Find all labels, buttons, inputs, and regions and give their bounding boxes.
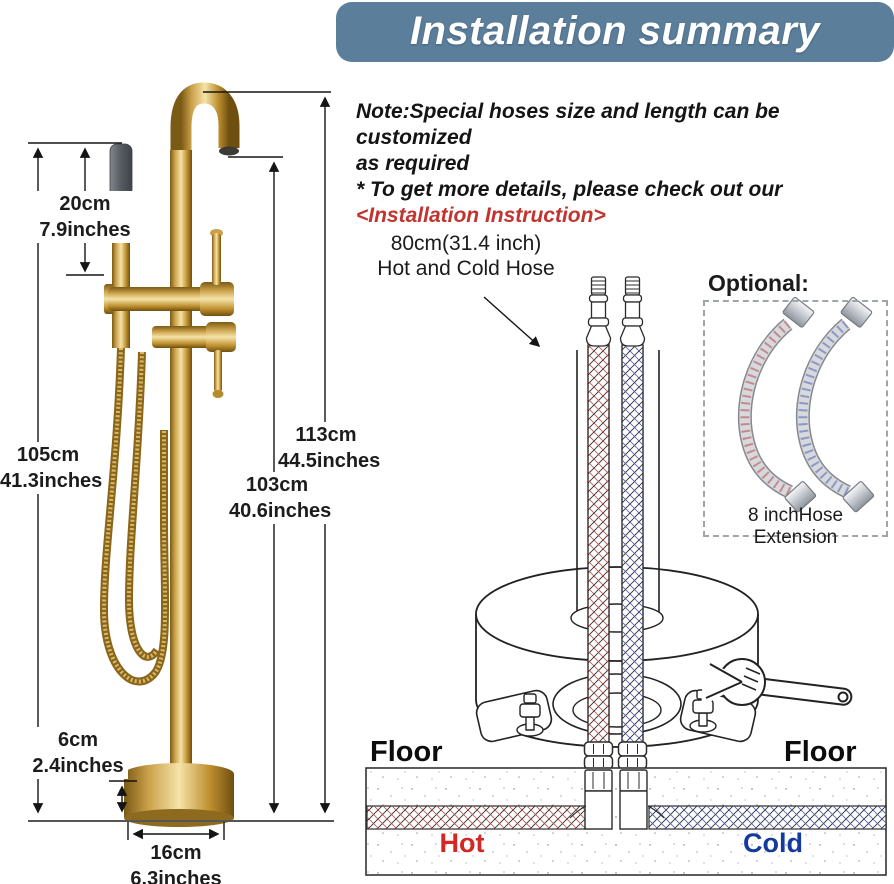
dimension-inches: 2.4inches	[32, 755, 124, 777]
cold-hose	[622, 345, 643, 745]
dimension-label-handshower-height: 105cm 41.3inches	[0, 442, 103, 494]
mounting-bolt-left	[516, 693, 544, 737]
dimension-cm: 6cm	[57, 729, 99, 751]
hose-tip-left	[585, 276, 612, 347]
dimension-inches: 7.9inches	[39, 219, 131, 241]
hose-size-line-2: Hot and Cold Hose	[377, 257, 555, 280]
dimension-inches: 41.3inches	[0, 470, 103, 492]
callout-arrow	[483, 296, 541, 348]
mounting-base-illustration	[475, 350, 853, 748]
note-line-1: Note:Special hoses size and length can b…	[356, 100, 780, 149]
extension-hose-cold	[798, 320, 850, 497]
faucet-lever-upper	[212, 233, 221, 285]
hose-extension-illustration	[737, 296, 875, 513]
hot-hose	[588, 345, 609, 745]
installation-instruction-link[interactable]: <Installation Instruction>	[356, 204, 606, 227]
faucet-lever-lower	[214, 350, 222, 392]
hose-extension-caption: 8 inchHose Extension	[747, 505, 844, 548]
dimension-cm: 20cm	[59, 193, 111, 215]
hose-size-line-1: 80cm(31.4 inch)	[390, 232, 542, 255]
dimension-label-base-height: 6cm 2.4inches	[28, 727, 128, 779]
cold-pipe-label: Cold	[743, 828, 803, 858]
dimension-label-total-height: 113cm 44.5inches	[276, 422, 381, 474]
cold-pipe	[649, 806, 886, 829]
hose-nuts	[583, 741, 648, 770]
wrench-icon	[701, 658, 853, 706]
floor-cross-section	[365, 767, 887, 876]
extension-hose-hot	[740, 320, 792, 497]
faucet-spout	[170, 82, 240, 160]
dimension-cm: 16cm	[150, 842, 202, 864]
page-title: Installation summary	[336, 2, 894, 62]
notes-block: Note:Special hoses size and length can b…	[356, 99, 894, 229]
hose-size-callout: 80cm(31.4 inch) Hot and Cold Hose	[368, 231, 564, 281]
mounting-bolt-right	[689, 689, 717, 733]
dimension-cm: 113cm	[295, 424, 357, 446]
dimension-label-spout-height: 103cm 40.6inches	[227, 472, 332, 524]
optional-label: Optional:	[708, 270, 809, 296]
dimension-cm: 105cm	[16, 444, 80, 466]
note-line-2: as required	[356, 152, 470, 175]
spout-outlet	[219, 146, 239, 156]
note-line-3: * To get more details, please check out …	[356, 178, 783, 201]
floor-label-left: Floor	[370, 736, 443, 768]
hot-pipe	[367, 806, 586, 829]
supply-hoses-illustration	[583, 276, 648, 770]
dimension-inches: 6.3inches	[130, 868, 222, 884]
hot-pipe-label: Hot	[439, 828, 485, 858]
dimension-inches: 40.6inches	[229, 500, 332, 522]
faucet-illustration	[28, 82, 334, 827]
dimension-label-base-diameter: 16cm 6.3inches	[126, 840, 226, 884]
dimension-label-wand-length: 20cm 7.9inches	[35, 191, 135, 243]
elbow-fittings	[569, 769, 665, 830]
faucet-column	[170, 150, 192, 775]
hose-tip-right	[619, 276, 646, 347]
extension-hose-fittings	[782, 296, 875, 513]
dimension-inches: 44.5inches	[278, 450, 381, 472]
dimension-cm: 103cm	[245, 474, 309, 496]
optional-hose-extension-box	[703, 300, 888, 537]
floor-label-right: Floor	[784, 736, 857, 768]
